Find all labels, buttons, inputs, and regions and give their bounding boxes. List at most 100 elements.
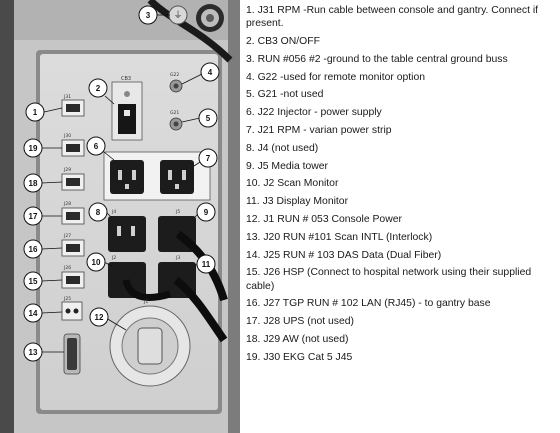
legend-item-text: J3 Display Monitor [262,196,349,208]
legend-item: 12. J1 RUN # 053 Console Power [246,213,558,226]
legend-item-number: 17. [246,316,261,328]
svg-text:2: 2 [96,84,101,93]
legend-item-number: 14. [246,249,261,261]
callout-5: 5 [181,108,218,128]
callout-16: 16 [23,239,63,259]
legend-item-number: 8. [246,142,255,154]
callout-7: 7 [193,148,218,168]
svg-text:11: 11 [202,260,211,269]
legend-item: 18. J29 AW (not used) [246,333,558,346]
legend-item-number: 9. [246,160,255,172]
legend-item: 9. J5 Media tower [246,160,558,173]
legend-item-number: 2. [246,36,255,47]
callout-18: 18 [23,173,63,193]
legend-item: 2. CB3 ON/OFF [246,35,558,48]
legend-item: 16. J27 TGP RUN # 102 LAN (RJ45) - to ga… [246,297,558,310]
callouts: 1 2 3 4 5 6 7 8 9 10 11 12 13 14 15 16 1… [23,5,220,362]
callout-10: 10 [86,252,113,272]
svg-text:12: 12 [95,313,104,322]
label-g22: G22 [170,72,179,78]
legend-item-text: J2 Scan Monitor [263,178,339,190]
legend-item-number: 15. [246,267,261,279]
legend-item: 19. J30 EKG Cat 5 J45 [246,351,558,364]
legend-item-text: J22 Injector - power supply [257,107,382,119]
svg-text:14: 14 [29,309,38,318]
callout-11: 11 [193,254,216,274]
legend-item-text: J1 RUN # 053 Console Power [263,213,402,225]
callout-4: 4 [181,62,220,85]
callout-15: 15 [23,271,63,291]
legend-item-number: 10. [246,178,261,190]
legend-item-text: J21 RPM - varian power strip [257,124,392,136]
legend-item-text: RUN #056 #2 -ground to the table central… [257,53,508,65]
label-j28: J28 [63,201,71,207]
legend-item-number: 4. [246,71,255,83]
svg-text:1: 1 [33,108,38,117]
legend-item: 4. G22 -used for remote monitor option [246,71,558,84]
label-j27: J27 [63,233,71,239]
svg-text:18: 18 [29,179,38,188]
legend-item: 7. J21 RPM - varian power strip [246,124,558,137]
callout-8: 8 [88,202,113,222]
label-j2: J2 [111,255,116,261]
legend-item: 17. J28 UPS (not used) [246,315,558,328]
legend-item-text: J25 RUN # 103 DAS Data (Dual Fiber) [263,249,442,261]
legend-item: 11. J3 Display Monitor [246,195,558,208]
svg-text:17: 17 [29,212,38,221]
legend-item: 1. J31 RPM -Run cable between console an… [246,4,558,30]
legend-item-number: 16. [246,298,261,310]
legend-item-number: 19. [246,351,261,363]
callout-9: 9 [193,202,216,222]
legend-item-text: CB3 ON/OFF [257,36,320,47]
svg-text:⏚: ⏚ [173,10,182,21]
label-j30: J30 [63,133,71,139]
callout-17: 17 [23,206,62,226]
legend-item-number: 5. [246,89,255,101]
legend-item-text: J20 RUN #101 Scan INTL (Interlock) [263,231,433,243]
svg-text:7: 7 [206,154,211,163]
callout-2: 2 [88,78,115,105]
legend-item-text: J27 TGP RUN # 102 LAN (RJ45) - to gantry… [263,298,491,310]
legend-item-text: G21 -not used [257,89,324,101]
label-j1: J1 [143,299,148,305]
legend-item-number: 1. [246,5,255,16]
legend-item: 15. J26 HSP (Connect to hospital network… [246,266,558,292]
label-j25: J25 [63,296,71,302]
legend-item-number: 11. [246,196,260,208]
svg-text:3: 3 [146,11,151,20]
legend-item-number: 7. [246,124,255,136]
connector-legend: 1. J31 RPM -Run cable between console an… [246,4,558,369]
label-j4: J4 [111,209,116,215]
legend-item-number: 3. [246,53,255,65]
legend-item-number: 12. [246,213,261,225]
svg-text:8: 8 [96,208,101,217]
legend-item-text: J30 EKG Cat 5 J45 [263,351,353,363]
legend-item-text: J29 AW (not used) [263,333,349,345]
callout-13: 13 [23,342,64,362]
legend-item: 14. J25 RUN # 103 DAS Data (Dual Fiber) [246,249,558,262]
svg-text:16: 16 [29,245,38,254]
console-rear-panel-photo: ⏚ J3 1 J30 J2 9 J28 J27 J26 J25 CB3 G22 [0,0,240,433]
legend-item-text: G22 -used for remote monitor option [257,71,426,83]
svg-text:10: 10 [92,258,101,267]
legend-item-number: 6. [246,107,255,119]
label-cb3: CB3 [121,76,131,82]
legend-item-text: J5 Media tower [257,160,329,172]
legend-item: 8. J4 (not used) [246,142,558,155]
svg-text:15: 15 [29,277,38,286]
callout-19: 19 [23,138,62,158]
legend-item: 3. RUN #056 #2 -ground to the table cent… [246,53,558,66]
legend-item-number: 18. [246,333,261,345]
legend-item: 6. J22 Injector - power supply [246,106,558,119]
label-j5: J5 [175,209,180,215]
legend-item-text: J31 RPM -Run cable between console and g… [246,5,539,30]
legend-item-text: J26 HSP (Connect to hospital network usi… [246,267,532,292]
legend-item-text: J28 UPS (not used) [263,316,355,328]
label-j26: J26 [63,265,71,271]
callout-12: 12 [89,307,127,331]
legend-item: 10. J2 Scan Monitor [246,177,558,190]
legend-item-number: 13. [246,231,261,243]
label-j3: J3 [175,255,180,261]
callout-14: 14 [23,303,63,323]
legend-item: 13. J20 RUN #101 Scan INTL (Interlock) [246,231,558,244]
